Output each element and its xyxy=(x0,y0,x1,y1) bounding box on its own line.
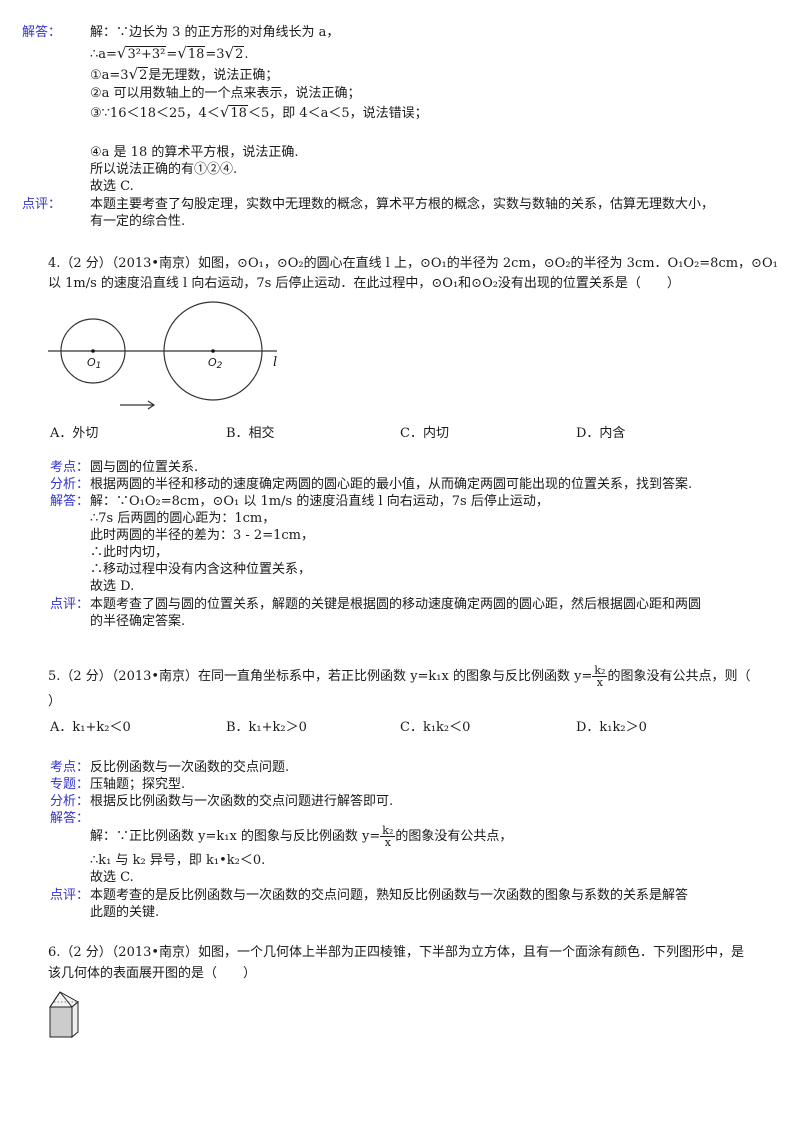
o1-label: O1 xyxy=(87,356,102,371)
q5-kaodian-label: 考点： xyxy=(50,760,90,775)
q4-jieda-line4: ∴此时内切， xyxy=(90,545,169,560)
q5-jieda-line2: ∴k₁ 与 k₂ 异号，即 k₁•k₂＜0. xyxy=(90,853,266,868)
center-o1-dot xyxy=(91,349,95,353)
q5-option-a: A．k₁+k₂＜0 xyxy=(50,720,131,735)
q4-dianping-label: 点评： xyxy=(50,597,90,612)
q6-stem-line1: 6.（2 分）（2013•南京）如图，一个几何体上半部为正四棱锥，下半部为立方体… xyxy=(48,945,745,960)
circle-o2 xyxy=(163,301,263,401)
q3-jieda-line1: 解：∵边长为 3 的正方形的对角线长为 a， xyxy=(90,25,340,40)
q5-stem-line1: 5.（2 分）（2013•南京）在同一直角坐标系中，若正比例函数 y=k₁x 的… xyxy=(48,664,751,689)
q5-dianping-line1: 本题考查的是反比例函数与一次函数的交点问题，熟知反比例函数与一次函数的图象与系数… xyxy=(90,888,689,903)
q3-jieda-label: 解答： xyxy=(22,25,62,40)
q5-dianping-label: 点评： xyxy=(50,888,90,903)
q5-stem-line2: ） xyxy=(48,694,62,709)
q4-option-c: C．内切 xyxy=(400,426,449,441)
q4-kaodian-text: 圆与圆的位置关系. xyxy=(90,460,199,475)
q4-jieda-label: 解答： xyxy=(50,494,90,509)
q5-option-b: B．k₁+k₂＞0 xyxy=(226,720,307,735)
q6-solid-figure xyxy=(49,991,79,1039)
q4-jieda-line1: 解：∵O₁O₂=8cm，⊙O₁ 以 1m/s 的速度沿直线 l 向右运动，7s … xyxy=(90,494,549,509)
q5-jieda-line3: 故选 C. xyxy=(90,870,134,885)
q3-jieda-line4: ②a 可以用数轴上的一个点来表示，说法正确； xyxy=(90,86,361,101)
circle-o1 xyxy=(60,318,126,384)
q4-jieda-line5: ∴移动过程中没有内含这种位置关系， xyxy=(90,562,312,577)
q4-option-a: A．外切 xyxy=(50,426,99,441)
q4-dianping-line1: 本题考查了圆与圆的位置关系，解题的关键是根据圆的移动速度确定两圆的圆心距，然后根… xyxy=(90,597,702,612)
q4-jieda-line3: 此时两圆的半径的差为：3 - 2=1cm， xyxy=(90,528,314,543)
center-o2-dot xyxy=(211,349,215,353)
q4-circles-figure xyxy=(48,301,277,410)
q3-dianping-label: 点评： xyxy=(22,197,62,212)
q4-jieda-line6: 故选 D. xyxy=(90,579,135,594)
line-l-label: l xyxy=(273,355,278,370)
q4-dianping-line2: 的半径确定答案. xyxy=(90,614,186,629)
q4-option-d: D．内含 xyxy=(576,426,626,441)
q4-kaodian-label: 考点： xyxy=(50,460,90,475)
q3-jieda-line8: 故选 C. xyxy=(90,179,134,194)
q5-kaodian-text: 反比例函数与一次函数的交点问题. xyxy=(90,760,290,775)
q3-jieda-line6: ④a 是 18 的算术平方根，说法正确. xyxy=(90,145,299,160)
q5-zhuanti-text: 压轴题；探究型. xyxy=(90,777,186,792)
cube-side-face xyxy=(71,1000,79,1039)
q5-option-c: C．k₁k₂＜0 xyxy=(400,720,471,735)
q3-jieda-line2: ∴a=√3²+3²=√18=3√2. xyxy=(90,44,249,62)
q5-fenxi-label: 分析： xyxy=(50,794,90,809)
q3-dianping-line1: 本题主要考查了勾股定理，实数中无理数的概念，算术平方根的概念，实数与数轴的关系，… xyxy=(90,197,715,212)
q3-dianping-line2: 有一定的综合性. xyxy=(90,214,186,229)
q5-option-d: D．k₁k₂＞0 xyxy=(576,720,647,735)
q3-jieda-line3: ①a=3√2是无理数，说法正确； xyxy=(90,65,279,83)
q4-jieda-line2: ∴7s 后两圆的圆心距为：1cm， xyxy=(90,511,276,526)
q4-fenxi-label: 分析： xyxy=(50,477,90,492)
q4-fenxi-text: 根据两圆的半径和移动的速度确定两圆的圆心距的最小值，从而确定两圆可能出现的位置关… xyxy=(90,477,693,492)
q4-stem-line2: 以 1m/s 的速度沿直线 l 向右运动，7s 后停止运动．在此过程中，⊙O₁和… xyxy=(48,276,680,291)
pyramid-icon xyxy=(49,991,79,1008)
q4-stem-line1: 4.（2 分）（2013•南京）如图，⊙O₁，⊙O₂的圆心在直线 l 上，⊙O₁… xyxy=(48,256,778,271)
q3-jieda-line7: 所以说法正确的有①②④. xyxy=(90,162,238,177)
sqrt-expression: 3²+3² xyxy=(126,46,167,62)
q5-jieda-label: 解答： xyxy=(50,811,90,826)
q3-jieda-line5: ③∵16＜18＜25，4＜√18＜5，即 4＜a＜5，说法错误； xyxy=(90,103,428,121)
q5-zhuanti-label: 专题： xyxy=(50,777,90,792)
q6-stem-line2: 该几何体的表面展开图的是（ ） xyxy=(48,966,257,981)
shaded-cube-face xyxy=(49,1006,73,1038)
o2-label: O2 xyxy=(208,356,223,371)
q5-fenxi-text: 根据反比例函数与一次函数的交点问题进行解答即可. xyxy=(90,794,394,809)
q4-option-b: B．相交 xyxy=(226,426,275,441)
q5-dianping-line2: 此题的关键. xyxy=(90,905,160,920)
